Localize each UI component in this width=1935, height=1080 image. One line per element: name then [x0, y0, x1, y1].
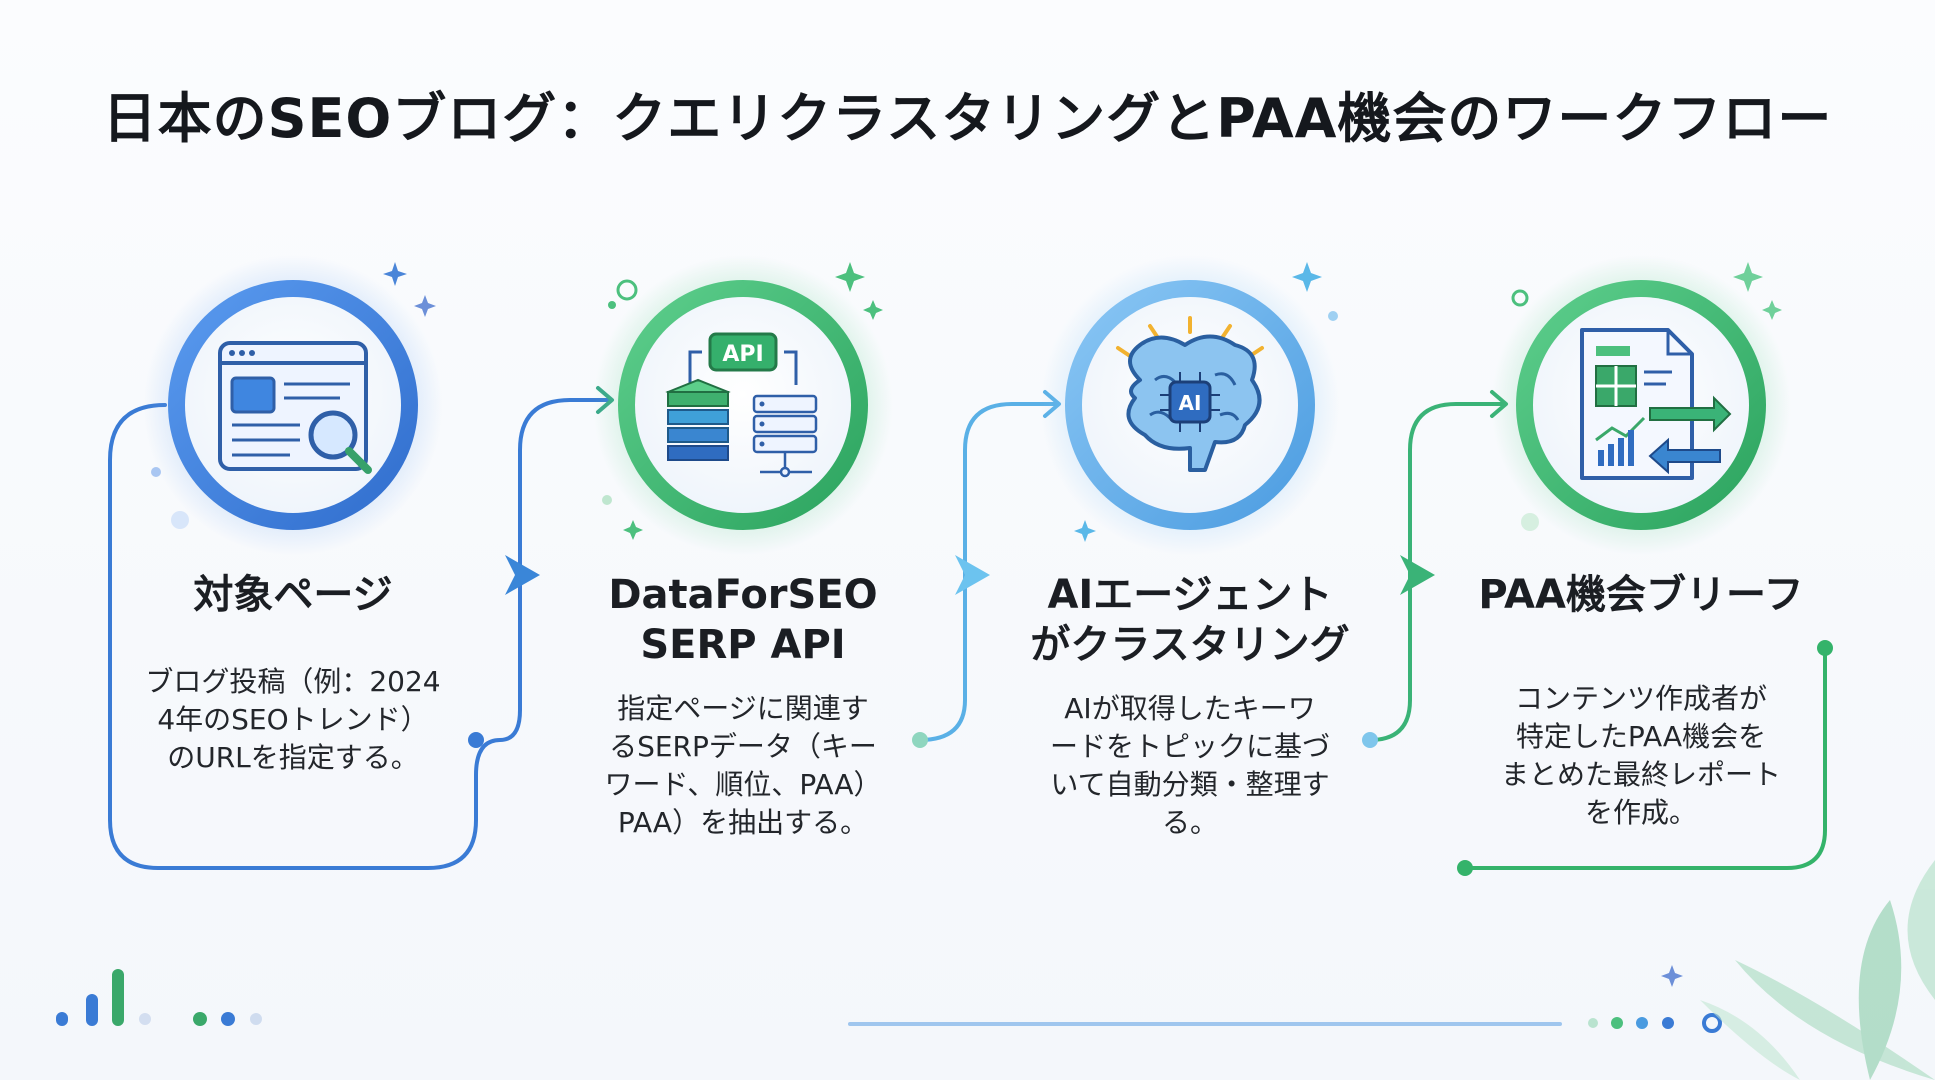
- bottom-left-chart-decoration: [56, 969, 262, 1026]
- step-3-desc-line3: いて自動分類・整理す: [1050, 768, 1330, 801]
- step-1-desc-line1: ブログ投稿（例：2024: [145, 665, 441, 698]
- page-title: 日本のSEOブログ：クエリクラスタリングとPAA機会のワークフロー: [102, 87, 1833, 150]
- step-3-desc-line1: AIが取得したキーワ: [1064, 692, 1316, 725]
- step-2-desc-line1: 指定ページに関連す: [617, 692, 869, 725]
- bottom-progress-decoration: [848, 1013, 1722, 1033]
- step-4-title-line1: PAA機会ブリーフ: [1478, 572, 1804, 618]
- step-3-desc-line4: る。: [1161, 806, 1218, 839]
- step-2-title-line2: SERP API: [640, 622, 846, 668]
- ai-brain-icon: AI: [1116, 316, 1264, 472]
- step-2-desc-line2: るSERPデータ（キー: [609, 730, 877, 763]
- step-3-title: AIエージェント がクラスタリング: [1010, 570, 1370, 670]
- step-1-title: 対象ページ: [143, 570, 443, 620]
- webpage-search-icon: [218, 341, 372, 474]
- dot-decorations: [151, 279, 1539, 531]
- step-3-title-line2: がクラスタリング: [1030, 622, 1350, 668]
- ai-chip-text: AI: [1179, 391, 1202, 415]
- sparkle-decorations: [383, 262, 1782, 987]
- api-badge-text: API: [722, 342, 763, 367]
- step-2-circle: [593, 255, 893, 555]
- step-4-desc-line4: を作成。: [1584, 796, 1697, 829]
- step-4-description: コンテンツ作成者が 特定したPAA機会を まとめた最終レポート を作成。: [1466, 680, 1816, 832]
- step-4-title: PAA機会ブリーフ: [1461, 570, 1821, 620]
- step-2-title-line1: DataForSEO: [608, 572, 878, 618]
- step-1-desc-line3: のURLを指定する。: [167, 741, 419, 774]
- step-4-desc-line3: まとめた最終レポート: [1500, 758, 1781, 791]
- leaf-decoration: [1700, 860, 1935, 1080]
- step-3-description: AIが取得したキーワ ードをトピックに基づ いて自動分類・整理す る。: [1010, 690, 1370, 842]
- step-3-title-line1: AIエージェント: [1047, 572, 1333, 618]
- step-4-desc-line2: 特定したPAA機会を: [1515, 720, 1767, 753]
- step-4-desc-line1: コンテンツ作成者が: [1514, 682, 1767, 715]
- connector-4: [1457, 640, 1833, 876]
- step-3-desc-line2: ードをトピックに基づ: [1049, 730, 1330, 763]
- step-2-desc-line3: ワード、順位、PAA）: [604, 768, 882, 801]
- report-document-icon: [1580, 328, 1732, 480]
- step-2-desc-line4: PAA）を抽出する。: [617, 806, 869, 839]
- step-1-desc-line2: 4年のSEOトレンド）: [157, 703, 429, 736]
- step-2-description: 指定ページに関連す るSERPデータ（キー ワード、順位、PAA） PAA）を抽…: [568, 690, 918, 842]
- step-1-description: ブログ投稿（例：2024 4年のSEOトレンド） のURLを指定する。: [118, 663, 468, 777]
- step-2-title: DataForSEO SERP API: [583, 570, 903, 670]
- step-1-title-line1: 対象ページ: [193, 572, 393, 618]
- api-database-icon: API: [665, 332, 818, 478]
